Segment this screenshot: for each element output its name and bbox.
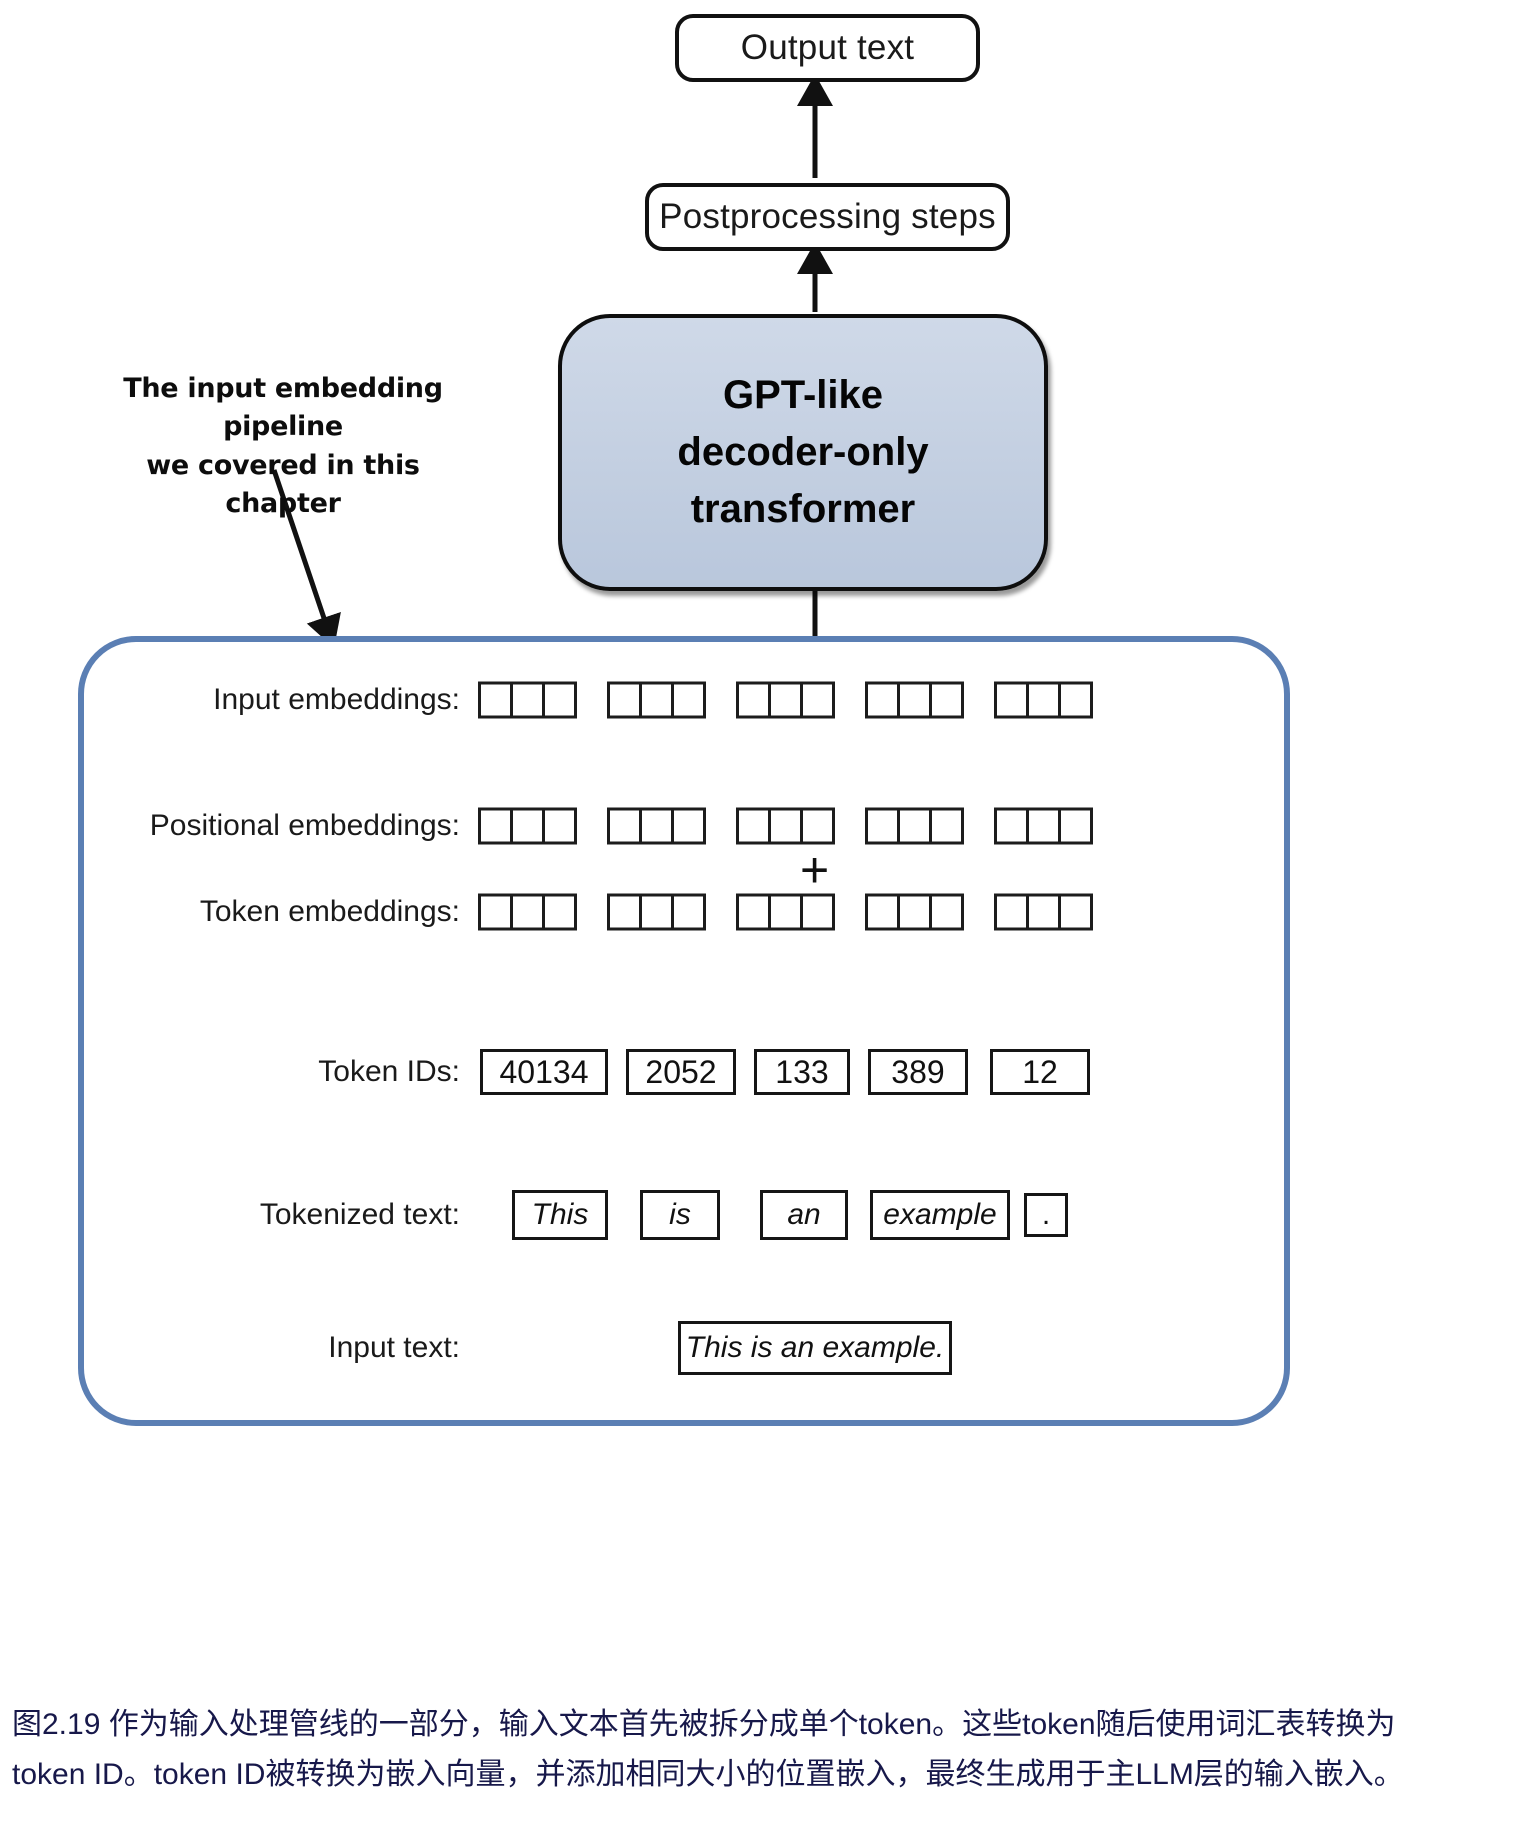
embedding-cell <box>607 893 642 931</box>
embedding-cell <box>768 893 803 931</box>
output-text-label: Output text <box>740 28 915 67</box>
embedding-group <box>865 681 964 719</box>
embedding-cell <box>994 681 1029 719</box>
token-box: This <box>512 1190 608 1240</box>
input-embedding-pipeline-container <box>78 636 1290 1426</box>
token-box: an <box>760 1190 848 1240</box>
token-box: is <box>640 1190 720 1240</box>
output-text-box: Output text <box>675 14 980 82</box>
caption-line-2: token ID。token ID被转换为嵌入向量，并添加相同大小的位置嵌入，最… <box>12 1758 1404 1792</box>
embedding-group <box>865 807 964 845</box>
embedding-cell <box>897 681 932 719</box>
embedding-cell <box>897 893 932 931</box>
token-box: example <box>870 1190 1010 1240</box>
postprocessing-steps-box: Postprocessing steps <box>645 183 1010 251</box>
embedding-group <box>478 681 577 719</box>
embedding-cell <box>607 681 642 719</box>
token-embeddings-row <box>478 893 1093 931</box>
embedding-cell <box>510 893 545 931</box>
row-label-positional-embeddings: Positional embeddings: <box>149 809 460 842</box>
embedding-cell <box>800 893 835 931</box>
token-box: . <box>1024 1193 1068 1237</box>
embedding-cell <box>478 807 513 845</box>
embedding-cell <box>1026 681 1061 719</box>
caption-line-1: 图2.19 作为输入处理管线的一部分，输入文本首先被拆分成单个token。这些t… <box>12 1708 1396 1741</box>
postprocessing-steps-label: Postprocessing steps <box>659 197 996 236</box>
embedding-cell <box>671 681 706 719</box>
embedding-cell <box>478 893 513 931</box>
embedding-cell <box>994 893 1029 931</box>
embedding-group <box>994 681 1093 719</box>
embedding-group <box>478 893 577 931</box>
embedding-cell <box>671 807 706 845</box>
row-label-token-ids: Token IDs: <box>318 1055 460 1088</box>
gpt-transformer-label: GPT-like decoder-only transformer <box>677 373 929 531</box>
gpt-transformer-box: GPT-like decoder-only transformer <box>558 314 1048 591</box>
embedding-cell <box>768 681 803 719</box>
embedding-cell <box>897 807 932 845</box>
row-label-token-embeddings: Token embeddings: <box>199 895 460 928</box>
embedding-cell <box>542 681 577 719</box>
embedding-cell <box>607 807 642 845</box>
embedding-cell <box>478 681 513 719</box>
embedding-group <box>994 893 1093 931</box>
embedding-cell <box>671 893 706 931</box>
embedding-cell <box>510 681 545 719</box>
embedding-group <box>607 681 706 719</box>
embedding-group <box>607 893 706 931</box>
input-text-box: This is an example. <box>678 1321 952 1375</box>
embedding-group <box>736 807 835 845</box>
figure-caption: 图2.19 作为输入处理管线的一部分，输入文本首先被拆分成单个token。这些t… <box>12 1700 1507 1801</box>
token-id-box: 40134 <box>480 1049 608 1095</box>
embedding-cell <box>736 807 771 845</box>
embedding-cell <box>639 807 674 845</box>
embedding-cell <box>929 893 964 931</box>
embedding-cell <box>865 681 900 719</box>
annotation-text: The input embedding pipeline we covered … <box>123 373 443 519</box>
embedding-cell <box>1026 807 1061 845</box>
embedding-group <box>736 681 835 719</box>
embedding-cell <box>768 807 803 845</box>
embedding-cell <box>865 893 900 931</box>
embedding-cell <box>510 807 545 845</box>
token-id-box: 389 <box>868 1049 968 1095</box>
input-text-row: This is an example. <box>678 1321 952 1375</box>
embedding-cell <box>929 681 964 719</box>
token-ids-row: 40134 2052 133 389 12 <box>480 1049 1090 1095</box>
embedding-cell <box>800 681 835 719</box>
embedding-cell <box>542 807 577 845</box>
embedding-group <box>865 893 964 931</box>
embedding-cell <box>994 807 1029 845</box>
embedding-cell <box>1058 807 1093 845</box>
embedding-group <box>736 893 835 931</box>
embedding-cell <box>1058 681 1093 719</box>
embedding-cell <box>736 681 771 719</box>
token-id-box: 133 <box>754 1049 850 1095</box>
input-embeddings-row <box>478 681 1093 719</box>
plus-sign: + <box>800 842 830 898</box>
embedding-cell <box>639 893 674 931</box>
embedding-cell <box>865 807 900 845</box>
embedding-cell <box>1058 893 1093 931</box>
positional-embeddings-row <box>478 807 1093 845</box>
row-label-tokenized-text: Tokenized text: <box>259 1198 460 1231</box>
embedding-cell <box>639 681 674 719</box>
embedding-cell <box>929 807 964 845</box>
token-id-box: 2052 <box>626 1049 736 1095</box>
embedding-group <box>478 807 577 845</box>
embedding-cell <box>800 807 835 845</box>
row-label-input-embeddings: Input embeddings: <box>213 683 460 716</box>
row-label-input-text: Input text: <box>328 1331 460 1364</box>
embedding-cell <box>736 893 771 931</box>
embedding-cell <box>1026 893 1061 931</box>
embedding-group <box>994 807 1093 845</box>
embedding-cell <box>542 893 577 931</box>
token-id-box: 12 <box>990 1049 1090 1095</box>
embedding-group <box>607 807 706 845</box>
